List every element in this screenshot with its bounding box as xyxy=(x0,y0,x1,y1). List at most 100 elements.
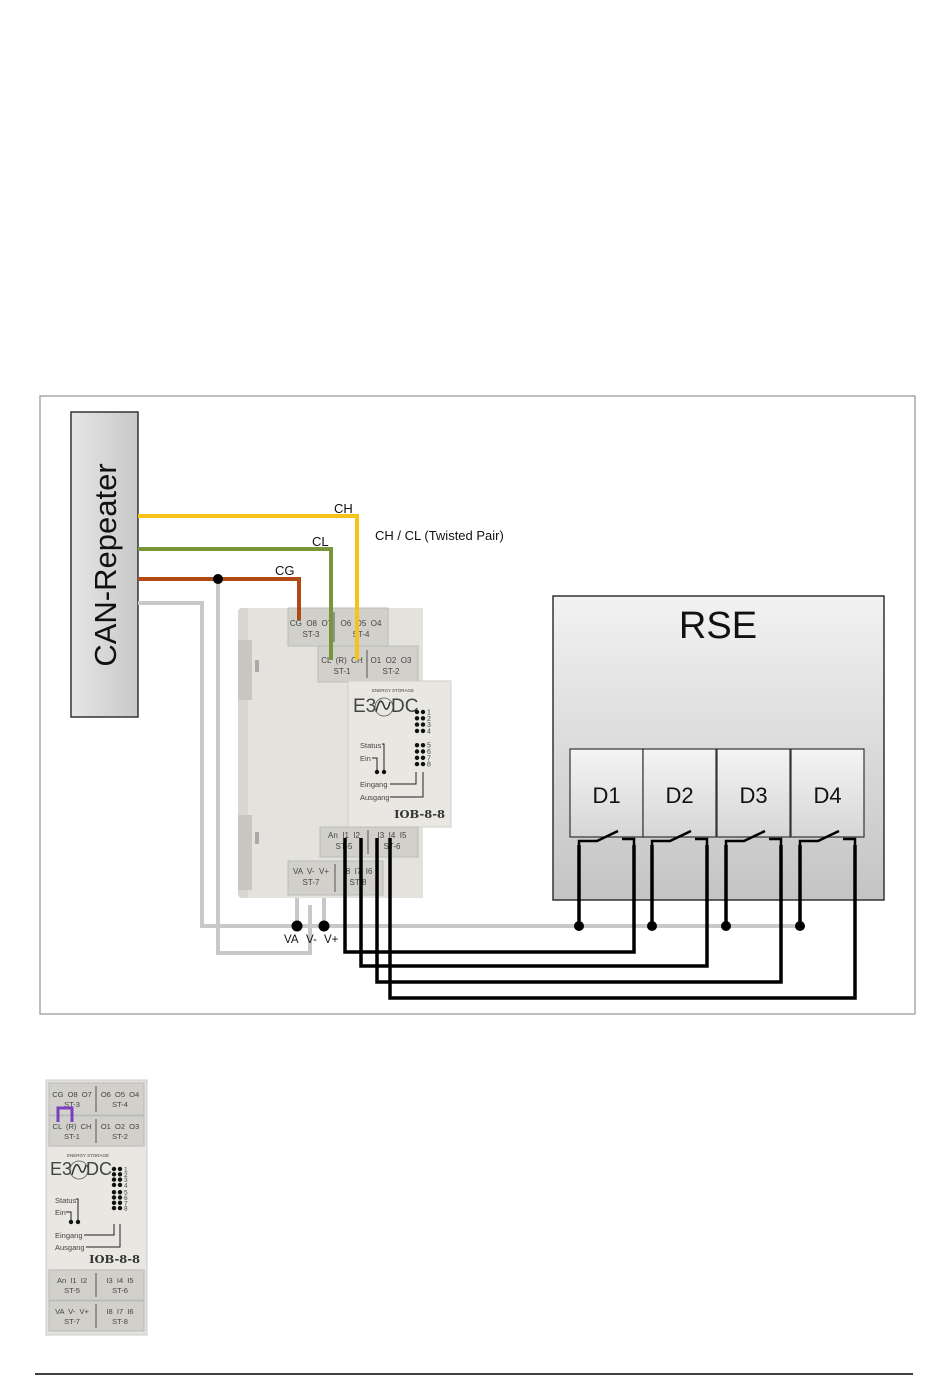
led-output xyxy=(420,743,426,748)
small-st3-pins: CG O8 O7 xyxy=(52,1090,92,1099)
led-number: 1 xyxy=(124,1167,128,1174)
led-number: 2 xyxy=(427,716,431,723)
st8-pins: I8 I7 I6 xyxy=(344,867,373,876)
can-repeater: CAN-Repeater xyxy=(70,411,139,718)
led-number: 3 xyxy=(427,722,431,729)
relay-contact xyxy=(769,837,783,847)
relay-switch-icon xyxy=(577,829,619,847)
va-dot xyxy=(291,920,303,932)
relay-common-dot xyxy=(721,921,731,931)
led-number: 4 xyxy=(427,728,431,735)
small-st3-name: ST-3 xyxy=(64,1100,80,1109)
relay-d1 xyxy=(569,748,644,838)
small-st8-name: ST-8 xyxy=(112,1317,128,1326)
led-number: 7 xyxy=(427,755,431,762)
st1-name: ST-1 xyxy=(334,667,351,676)
led-output xyxy=(420,761,426,767)
wire-ch xyxy=(138,514,359,660)
vm-label: V- xyxy=(306,934,317,946)
led-output xyxy=(420,749,426,754)
relay-switch-icon xyxy=(798,829,840,847)
vp-dot xyxy=(318,920,330,932)
wire-cg-label: CG xyxy=(275,563,295,578)
small-st4-pins: O6 O5 O4 xyxy=(101,1090,139,1099)
label-status: Status xyxy=(360,741,382,750)
small-brand-sub: ENERGY STORAGE xyxy=(67,1153,109,1158)
led-output xyxy=(117,1182,123,1188)
relay-label: D1 xyxy=(592,783,620,808)
small-brand-e3: E3 xyxy=(50,1159,72,1179)
relay-contact xyxy=(843,837,857,847)
led-input xyxy=(414,709,420,715)
st3-pins: CG O8 O7 xyxy=(290,619,333,628)
led-number: 8 xyxy=(124,1206,128,1213)
led-input xyxy=(414,722,420,727)
brand-dc: DC xyxy=(391,696,418,717)
led-output xyxy=(117,1177,123,1182)
signal-wires xyxy=(343,838,857,1000)
led-number: 5 xyxy=(427,743,431,750)
st2-pins: O1 O2 O3 xyxy=(371,656,412,665)
led-output xyxy=(117,1166,123,1172)
led-number: 7 xyxy=(124,1200,128,1207)
led-input xyxy=(414,728,420,734)
st7-name: ST-7 xyxy=(303,878,320,887)
wire-cl-label: CL xyxy=(312,534,329,549)
model-label: IOB-8-8 xyxy=(394,807,445,821)
small-st7-pins: VA V- V+ xyxy=(55,1307,89,1316)
st4-name: ST-4 xyxy=(353,630,370,639)
relay-switch-icon xyxy=(650,829,692,847)
led-input xyxy=(111,1172,117,1177)
can-repeater-label: CAN-Repeater xyxy=(88,463,123,666)
relay-common-dot xyxy=(574,921,584,931)
led-output xyxy=(420,716,426,721)
st1-pins: CL (R) CH xyxy=(321,656,363,665)
wire-cg xyxy=(138,577,301,620)
led-number: 3 xyxy=(124,1177,128,1184)
label-ausgang: Ausgang xyxy=(360,793,390,802)
st4-pins: O6 O5 O4 xyxy=(341,619,382,628)
iob-device-small: CG O8 O7 ST-3 O6 O5 O4 ST-4 CL (R) CH ST… xyxy=(45,1079,148,1336)
led-input xyxy=(414,749,420,754)
led-input xyxy=(111,1205,117,1211)
st3-name: ST-3 xyxy=(303,630,320,639)
small-st6-pins: I3 I4 I5 xyxy=(106,1276,133,1285)
led-output xyxy=(420,728,426,734)
small-brand-wave-icon xyxy=(71,1163,87,1176)
st7-pins: VA V- V+ xyxy=(293,867,329,876)
small-label-status: Status xyxy=(55,1196,77,1205)
led-input xyxy=(111,1166,117,1172)
wire-cl xyxy=(138,547,333,660)
label-ein: Ein xyxy=(360,754,371,763)
st2-name: ST-2 xyxy=(383,667,400,676)
st6-pins: I3 I4 I5 xyxy=(378,831,407,840)
brand-sub: ENERGY STORAGE xyxy=(372,688,414,693)
rse-label: RSE xyxy=(679,605,757,647)
led-output xyxy=(117,1172,123,1177)
wire-ground-loop xyxy=(216,580,312,955)
led-input xyxy=(111,1177,117,1182)
led-output xyxy=(117,1205,123,1211)
small-st1-pins: CL (R) CH xyxy=(53,1122,92,1131)
brand-wave-icon xyxy=(375,700,391,713)
relay-d4 xyxy=(790,748,865,838)
relay-return-wire xyxy=(359,838,709,968)
led-number: 6 xyxy=(124,1195,128,1202)
led-number: 4 xyxy=(124,1182,128,1189)
relay-label: D2 xyxy=(665,783,693,808)
termination-jumper xyxy=(56,1106,74,1122)
iob-device: CG O8 O7 ST-3 O6 O5 O4 ST-4 CL (R) CH ST… xyxy=(238,607,452,898)
led-output xyxy=(420,709,426,715)
small-label-eingang: Eingang xyxy=(55,1231,83,1240)
led-output xyxy=(420,722,426,727)
relay-label: D4 xyxy=(813,783,841,808)
led-input xyxy=(414,716,420,721)
small-st2-name: ST-2 xyxy=(112,1132,128,1141)
wire-ch-label: CH xyxy=(334,501,353,516)
small-st4-name: ST-4 xyxy=(112,1100,128,1109)
small-st2-pins: O1 O2 O3 xyxy=(101,1122,139,1131)
